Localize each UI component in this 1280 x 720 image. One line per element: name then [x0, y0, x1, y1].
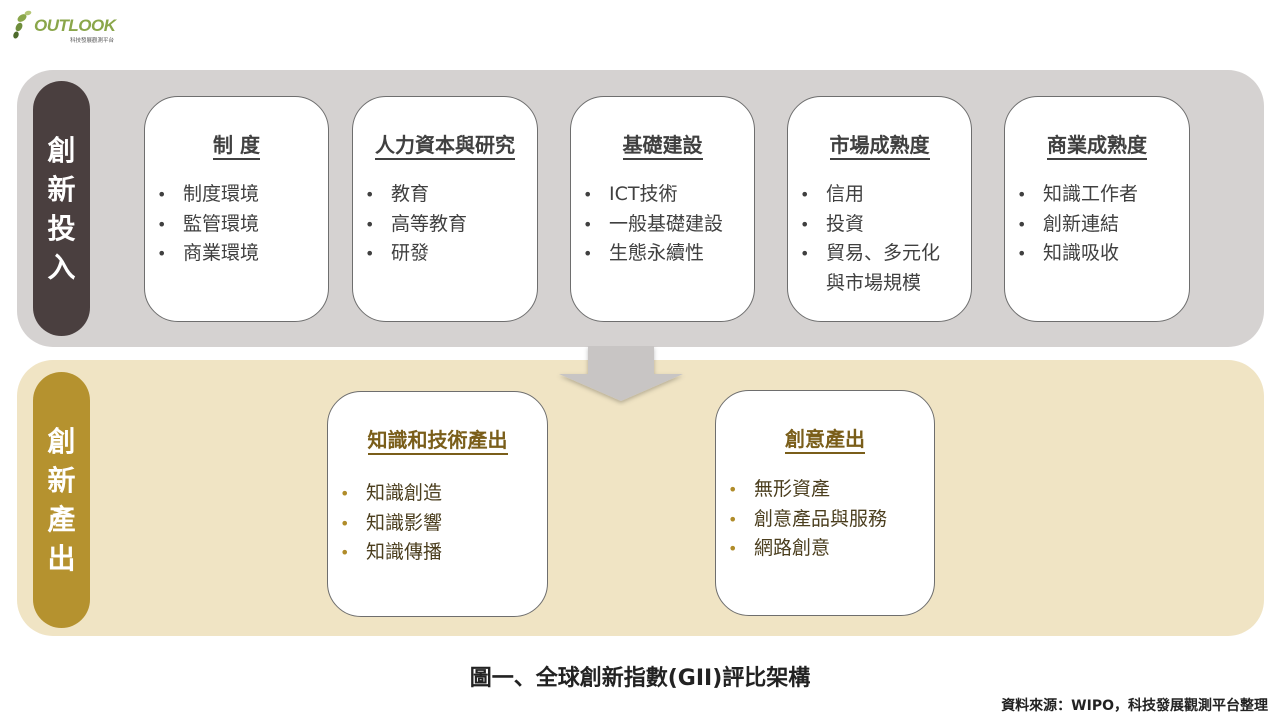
input-label-char: 新: [47, 172, 76, 206]
pillar-title: 基礎建設: [571, 129, 754, 160]
pillar-item: 高等教育: [361, 210, 467, 240]
pillar-item: 研發: [361, 239, 467, 269]
pillar-item-list: 制度環境 監管環境 商業環境: [153, 180, 259, 269]
pillar-item: 創新連結: [1013, 210, 1138, 240]
down-arrow-icon: [559, 346, 683, 401]
input-label-char: 創: [47, 133, 76, 167]
pillar-item: 網路創意: [724, 534, 887, 564]
pillar-item: 無形資產: [724, 475, 887, 505]
pillar-item: 商業環境: [153, 239, 259, 269]
pillar-item-line: 與市場規模: [826, 271, 922, 294]
outlook-logo: OUTLOOK 科技發展觀測平台: [10, 4, 130, 44]
pillar-item-list: 信用 投資 貿易、多元化 與市場規模: [796, 180, 940, 298]
output-label-char: 創: [47, 425, 76, 458]
pillar-card-market-sophistication: 市場成熟度 信用 投資 貿易、多元化 與市場規模: [787, 96, 972, 322]
pillar-item: 監管環境: [153, 210, 259, 240]
pillar-title: 市場成熟度: [788, 129, 971, 160]
innovation-output-label: 創 新 產 出: [33, 372, 90, 628]
pillar-title: 知識和技術產出: [328, 424, 547, 455]
pillar-card-creative-outputs: 創意產出 無形資產 創意產品與服務 網路創意: [715, 390, 935, 616]
pillar-item: 信用: [796, 180, 940, 210]
pillar-card-business-sophistication: 商業成熟度 知識工作者 創新連結 知識吸收: [1004, 96, 1190, 322]
source-note: 資料來源：WIPO，科技發展觀測平台整理: [1001, 698, 1268, 714]
pillar-item: 知識傳播: [336, 538, 442, 568]
pillar-item: 生態永續性: [579, 239, 723, 269]
pillar-card-infrastructure: 基礎建設 ICT技術 一般基礎建設 生態永續性: [570, 96, 755, 322]
pillar-item: 教育: [361, 180, 467, 210]
pillar-card-knowledge-technology-outputs: 知識和技術產出 知識創造 知識影響 知識傳播: [327, 391, 548, 617]
innovation-input-label: 創 新 投 入: [33, 81, 90, 336]
innovation-output-panel: [17, 360, 1264, 636]
pillar-title: 人力資本與研究: [353, 129, 537, 160]
pillar-item: 投資: [796, 210, 940, 240]
pillar-item-list: 知識創造 知識影響 知識傳播: [336, 479, 442, 568]
pillar-item: 制度環境: [153, 180, 259, 210]
pillar-item-line: 貿易、多元化: [826, 242, 941, 264]
pillar-card-human-capital: 人力資本與研究 教育 高等教育 研發: [352, 96, 538, 322]
output-label-char: 產: [47, 503, 76, 536]
pillar-item: 知識影響: [336, 509, 442, 539]
pillar-title: 商業成熟度: [1005, 129, 1189, 160]
pillar-item-list: ICT技術 一般基礎建設 生態永續性: [579, 180, 723, 269]
output-label-char: 新: [47, 464, 76, 497]
pillar-item: ICT技術: [579, 180, 723, 210]
pillar-card-institutions: 制 度 制度環境 監管環境 商業環境: [144, 96, 329, 322]
pillar-item: 貿易、多元化 與市場規模: [796, 239, 940, 298]
logo-leaves-icon: [13, 10, 32, 39]
pillar-title: 創意產出: [716, 423, 934, 454]
pillar-item-list: 知識工作者 創新連結 知識吸收: [1013, 180, 1138, 269]
pillar-item: 知識工作者: [1013, 180, 1138, 210]
input-label-char: 入: [47, 250, 76, 284]
input-label-char: 投: [47, 211, 76, 245]
pillar-item-list: 教育 高等教育 研發: [361, 180, 467, 269]
pillar-item: 創意產品與服務: [724, 505, 887, 535]
pillar-item: 知識創造: [336, 479, 442, 509]
pillar-item: 知識吸收: [1013, 239, 1138, 269]
pillar-item: 一般基礎建設: [579, 210, 723, 240]
figure-caption: 圖一、全球創新指數(GII)評比架構: [469, 666, 811, 691]
logo-brand: OUTLOOK: [34, 16, 116, 35]
pillar-title: 制 度: [145, 129, 328, 160]
pillar-item-list: 無形資產 創意產品與服務 網路創意: [724, 475, 887, 564]
logo-subtitle: 科技發展觀測平台: [70, 38, 115, 44]
output-label-char: 出: [47, 542, 76, 575]
